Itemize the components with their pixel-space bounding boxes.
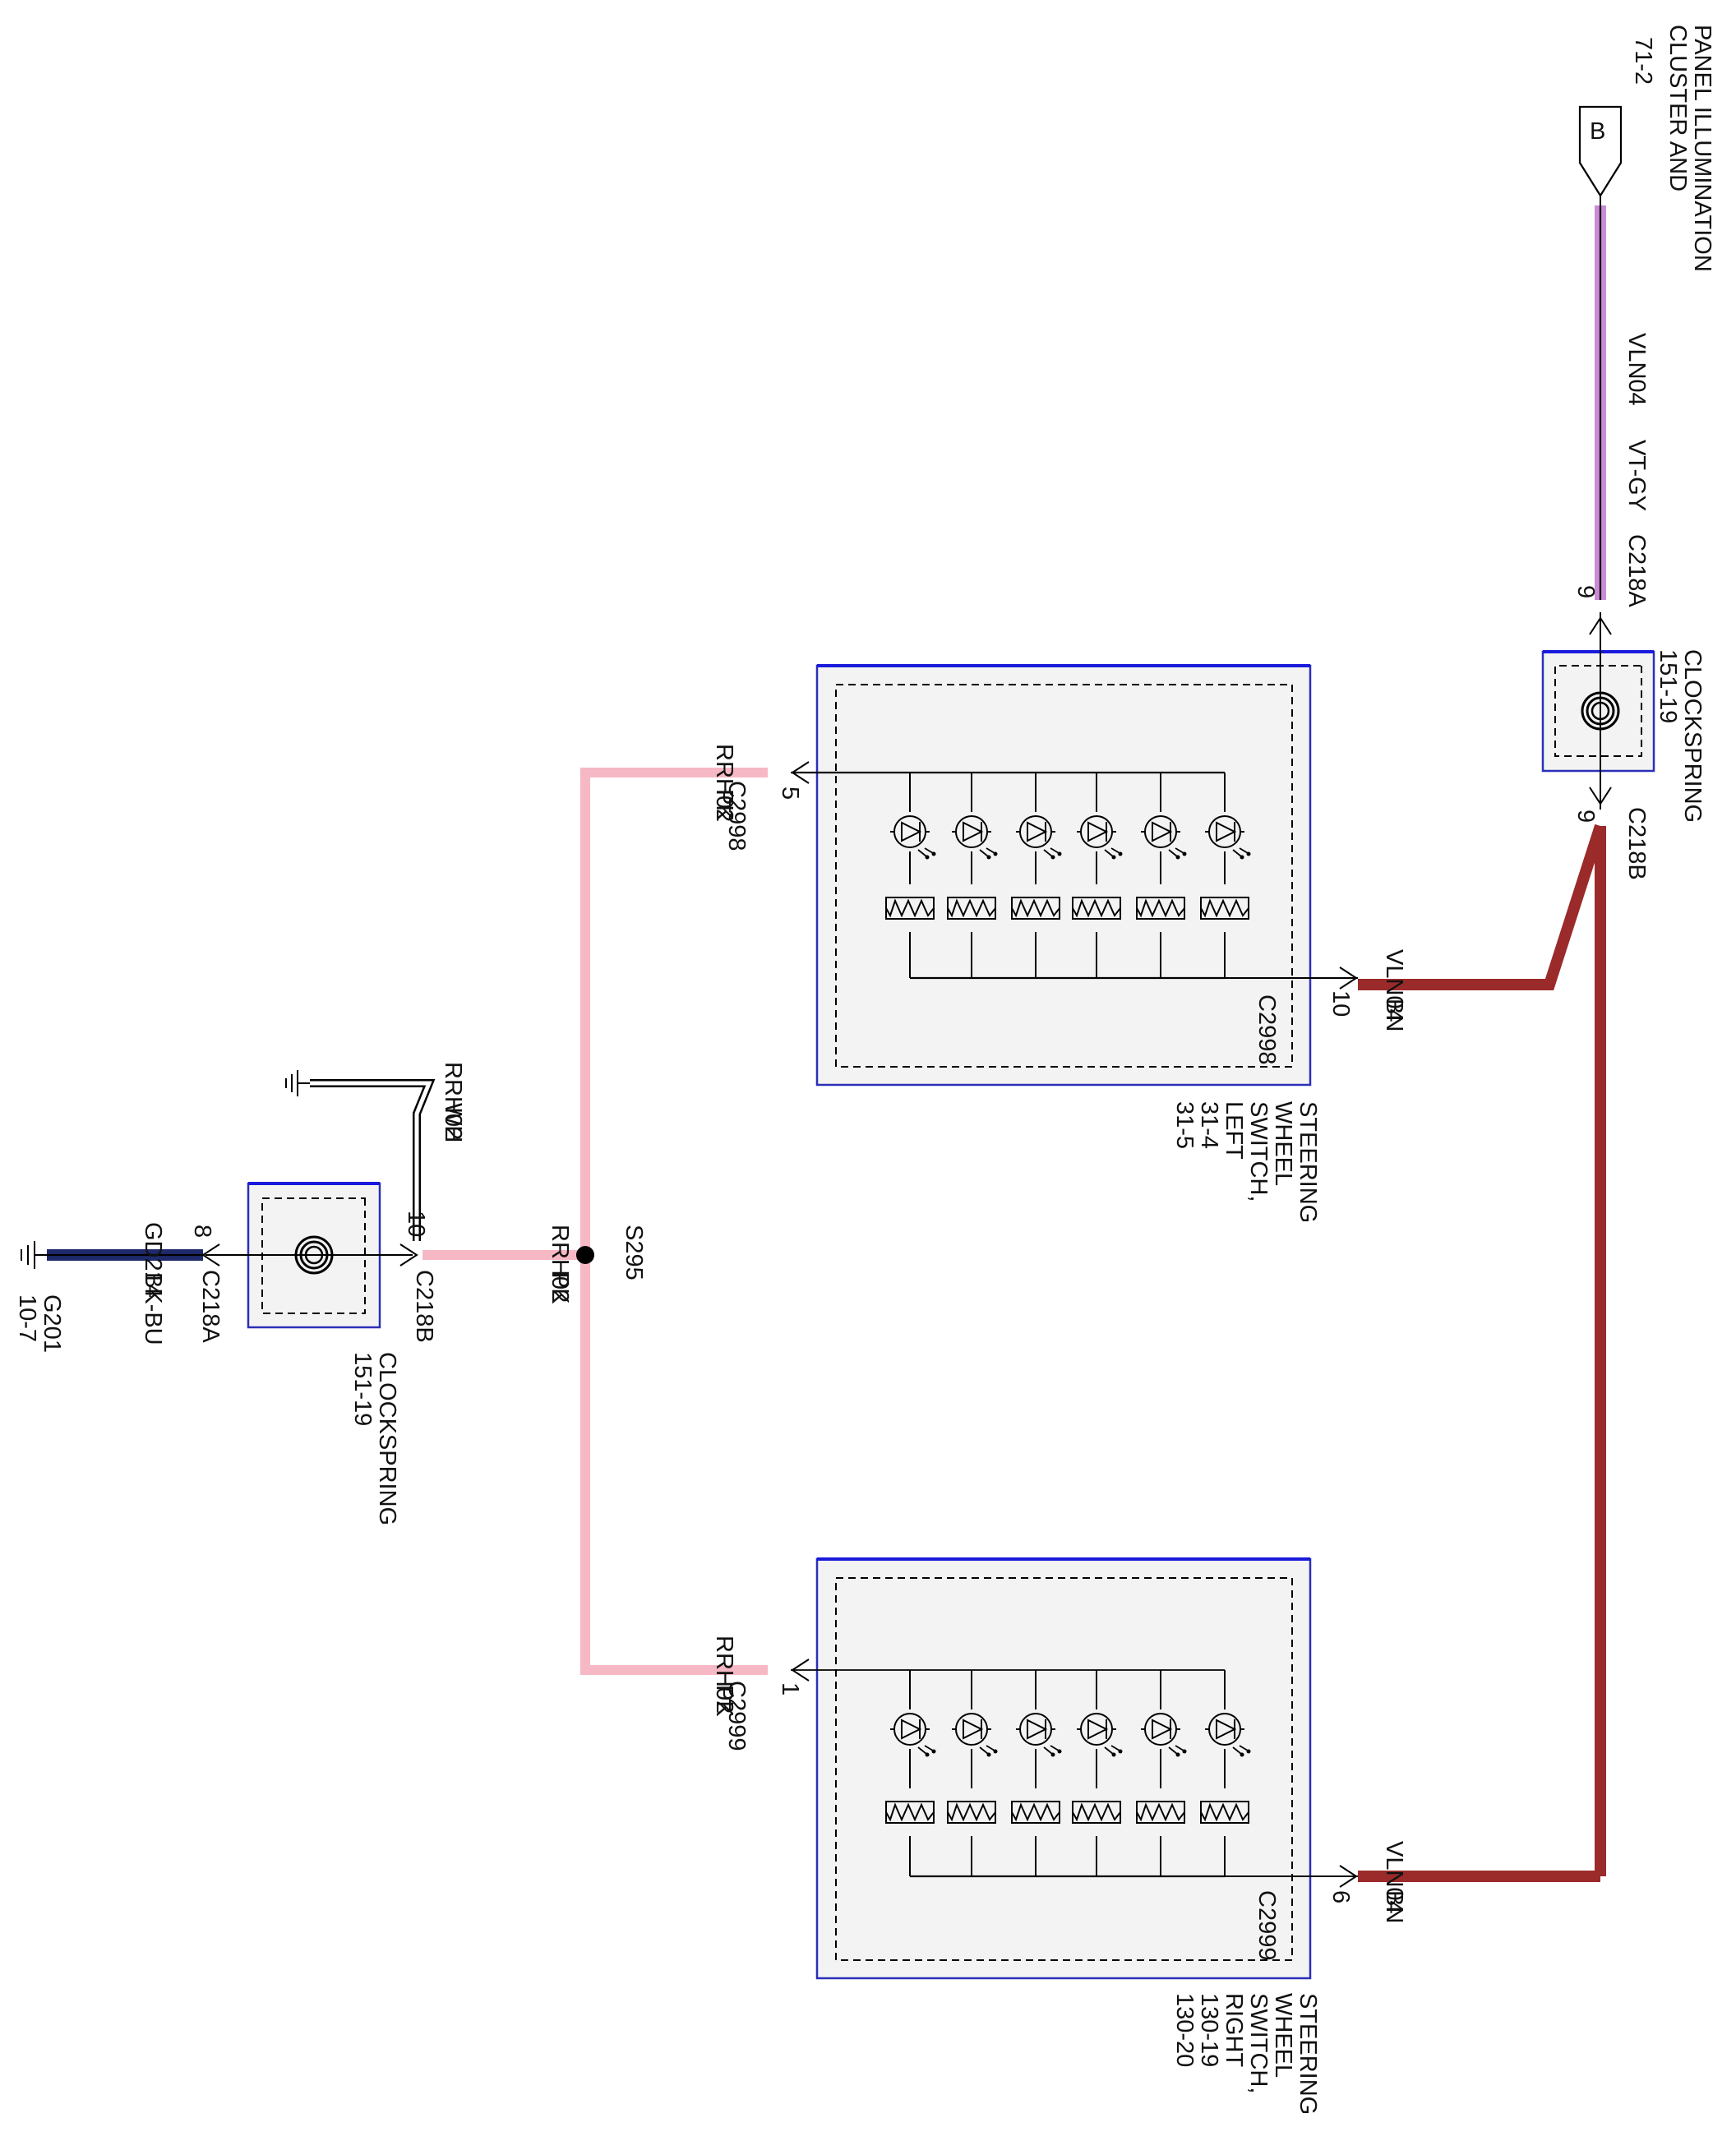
label-gd214-connector: C218A [197, 1270, 224, 1343]
clockspring-top-name: CLOCKSPRING [1679, 649, 1706, 823]
label-rrh02-pk-right-circuit: RRH02 [711, 1636, 737, 1714]
led-array-left [885, 773, 1252, 978]
label-vln04-vtgy-circuit: VLN04 [1623, 333, 1650, 406]
switch-right-pin6: 6 [1327, 1890, 1354, 1903]
label-vln04-vtgy-color: VT-GY [1623, 440, 1650, 511]
label-gd214-color: BK-BU [140, 1272, 166, 1345]
switch-right-connector-bottom: C2999 [1254, 1890, 1280, 1960]
switch-right-line4: RIGHT [1221, 1993, 1247, 2068]
switch-right-line3: SWITCH, [1245, 1993, 1272, 2093]
ground-g201-id: G201 [39, 1294, 65, 1353]
label-c218b-pin: 10 [403, 1211, 429, 1237]
label-rrh02-pk-left-color: PK [711, 789, 737, 821]
switch-left-line4: LEFT [1221, 1101, 1247, 1160]
cluster-title-line2: PANEL ILLUMINATION [1689, 25, 1715, 272]
switch-left-ref1: 31-4 [1196, 1101, 1222, 1149]
connector-b[interactable]: B [1578, 105, 1623, 205]
label-gd214-pin: 8 [189, 1225, 215, 1238]
wire-rrh02-pk-branch[interactable] [580, 768, 768, 1675]
clockspring-top[interactable] [1541, 612, 1655, 810]
label-rrh02-wh-color: WH [440, 1103, 466, 1142]
connector-b-pageref: 71-2 [1630, 37, 1656, 85]
label-vln04-bn-left-circuit: VLN04 [1381, 949, 1407, 1022]
ground-g201-ref: 10-7 [14, 1294, 40, 1342]
clockspring-top-lower-connector: C218B [1623, 807, 1650, 880]
label-vln04-vtgy-connector: C218A [1623, 534, 1650, 607]
splice-label: S295 [621, 1225, 647, 1280]
clockspring-lower-name: CLOCKSPRING [374, 1352, 400, 1525]
switch-right-line2: WHEEL [1270, 1993, 1296, 2078]
clockspring-top-lower-pin: 9 [1572, 810, 1599, 823]
switch-left-pin10: 10 [1327, 990, 1354, 1017]
switch-left-connector-bottom: C2998 [1254, 994, 1280, 1064]
switch-left-line1: STEERING [1295, 1101, 1321, 1223]
ground-g201-icon [21, 1241, 47, 1269]
label-c218b-connector: C218B [411, 1270, 437, 1343]
cluster-title-line1: CLUSTER AND [1664, 25, 1691, 191]
wire-vln04-bn-left[interactable] [1358, 824, 1606, 990]
label-vln04-bn-left-color: BN [1381, 999, 1407, 1031]
switch-right-pin1: 1 [777, 1682, 803, 1696]
label-vln04-bn-right-color: BN [1381, 1890, 1407, 1923]
steering-wheel-switch-left[interactable] [791, 664, 1358, 1087]
label-rrh02-pk-main-circuit: RRH02 [547, 1225, 573, 1303]
label-rrh02-wh-circuit: RRH02 [440, 1062, 466, 1140]
ground-wh-icon [285, 1070, 310, 1096]
label-gd214-circuit: GD214 [140, 1222, 166, 1298]
label-vln04-vtgy-pin: 9 [1572, 585, 1599, 598]
label-rrh02-pk-right-color: PK [711, 1685, 737, 1717]
label-rrh02-pk-left-circuit: RRH02 [711, 744, 737, 822]
led-array-right [885, 1670, 1252, 1876]
switch-left-ref2: 31-5 [1171, 1101, 1198, 1149]
switch-left-line2: WHEEL [1270, 1101, 1296, 1186]
clockspring-lower-ref: 151-19 [349, 1352, 376, 1426]
switch-right-line1: STEERING [1295, 1993, 1321, 2115]
label-rrh02-pk-main-color: PK [547, 1272, 573, 1304]
label-vln04-bn-right-circuit: VLN04 [1381, 1841, 1407, 1914]
clockspring-lower[interactable] [201, 1182, 418, 1329]
switch-left-line3: SWITCH, [1245, 1101, 1272, 1202]
switch-left-connector-top: C2998 [723, 781, 750, 851]
clockspring-top-ref: 151-19 [1655, 649, 1681, 723]
splice-s295[interactable] [576, 1246, 594, 1264]
schematic: B 71-2 CLUSTER AND PANEL ILLUMINATION VL… [14, 25, 1715, 2115]
switch-right-ref2: 130-20 [1171, 1993, 1198, 2067]
connector-b-letter: B [1590, 118, 1605, 145]
switch-left-pin5: 5 [777, 787, 803, 800]
switch-right-connector-top: C2999 [723, 1681, 750, 1751]
steering-wheel-switch-right[interactable] [791, 1557, 1358, 1980]
switch-right-ref1: 130-19 [1196, 1993, 1222, 2067]
